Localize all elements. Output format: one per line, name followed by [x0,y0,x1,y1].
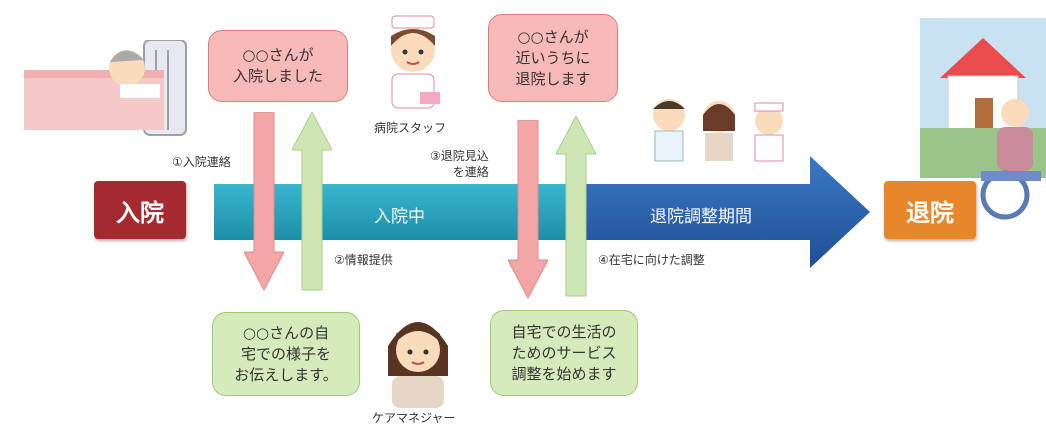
bubble-admitted: ○○さんが 入院しました [208,30,348,102]
discharge-stage: 退院 [884,181,976,239]
step1-label: ①入院連絡 [172,155,231,169]
wheelchair-elder-icon [980,99,1041,220]
during-hospitalization-label: 入院中 [374,207,425,227]
arrow-up-green-1 [292,112,332,291]
care-manager-icon [388,322,448,408]
arrow-down-red-2 [508,120,548,300]
nurse-icon [391,15,440,109]
arrow-down-red-1 [244,112,284,292]
admission-stage: 入院 [94,181,186,239]
hospital-staff-label: 病院スタッフ [374,121,447,135]
coordination-period-label: 退院調整期間 [650,207,752,227]
bubble-home-situation: ○○さんの自 宅での様子を お伝えします。 [212,312,360,396]
step2-label: ②情報提供 [334,253,393,267]
care-manager-label: ケアマネジャー [372,411,456,425]
bubble-discharge-soon: ○○さんが 近いうちに 退院します [488,14,618,102]
step4-label: ④在宅に向けた調整 [598,253,705,267]
patient-in-bed-icon [24,40,187,136]
step3-label: ③退院見込 を連絡 [430,149,489,179]
bubble-start-service: 自宅での生活の ためのサービス 調整を始めます [490,310,638,396]
arrow-up-green-2 [556,116,596,297]
doctor-icon [653,99,784,162]
